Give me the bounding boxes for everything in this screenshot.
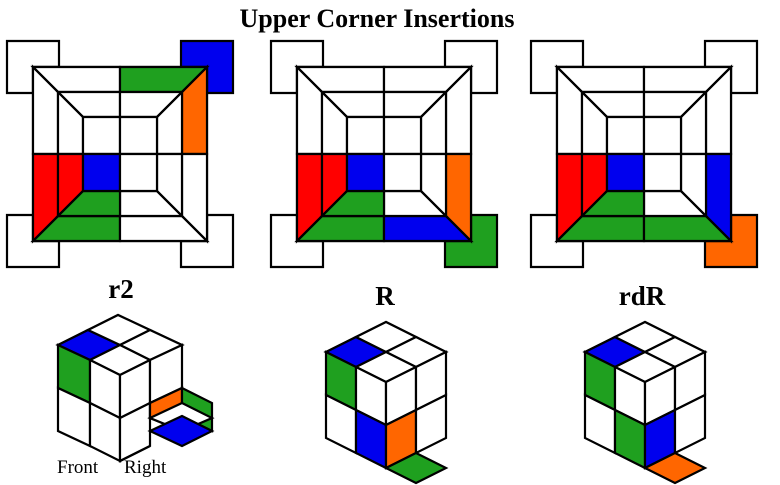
center-square-bl	[605, 152, 646, 193]
diag-tl	[296, 66, 348, 118]
iso-view-2	[323, 320, 449, 485]
iso-3-flap	[642, 451, 708, 485]
top-view-1	[5, 39, 235, 269]
iso-2-flap	[383, 451, 449, 485]
diag-bl	[556, 190, 608, 242]
center-square-bl	[81, 152, 122, 193]
diag-tl	[32, 66, 84, 118]
center-square-br	[642, 152, 683, 193]
center-square-tl	[605, 115, 646, 156]
center-square-tr	[642, 115, 683, 156]
iso-2-right-cell-3	[414, 393, 448, 455]
iso-view-3	[582, 320, 708, 485]
iso-1-edge	[119, 445, 151, 462]
diag-tl	[556, 66, 608, 118]
right-face-label: Right	[124, 457, 167, 478]
center-square-bl	[345, 152, 386, 193]
center-square-tl	[81, 115, 122, 156]
diag-tr	[420, 66, 472, 118]
diag-tr	[156, 66, 208, 118]
iso-1-extra-bottom	[147, 414, 215, 448]
diag-br	[420, 190, 472, 242]
top-views	[5, 39, 759, 269]
top-view-3	[529, 39, 759, 269]
iso-view-1	[55, 313, 215, 463]
diag-bl	[32, 190, 84, 242]
step-label-1: r2	[108, 274, 133, 304]
iso-3-right-cell-3	[673, 393, 707, 455]
diag-bl	[296, 190, 348, 242]
step-label-2: R	[375, 281, 395, 311]
front-face-label: Front	[57, 457, 99, 478]
diag-br	[680, 190, 732, 242]
center-square-tl	[345, 115, 386, 156]
center-square-tr	[382, 115, 423, 156]
center-square-br	[382, 152, 423, 193]
diag-tr	[680, 66, 732, 118]
diag-br	[156, 190, 208, 242]
center-square-tr	[118, 115, 159, 156]
top-view-2	[269, 39, 499, 269]
iso-views	[55, 313, 708, 485]
step-label-3: rdR	[619, 281, 666, 311]
center-square-br	[118, 152, 159, 193]
diagram-title: Upper Corner Insertions	[240, 4, 515, 33]
